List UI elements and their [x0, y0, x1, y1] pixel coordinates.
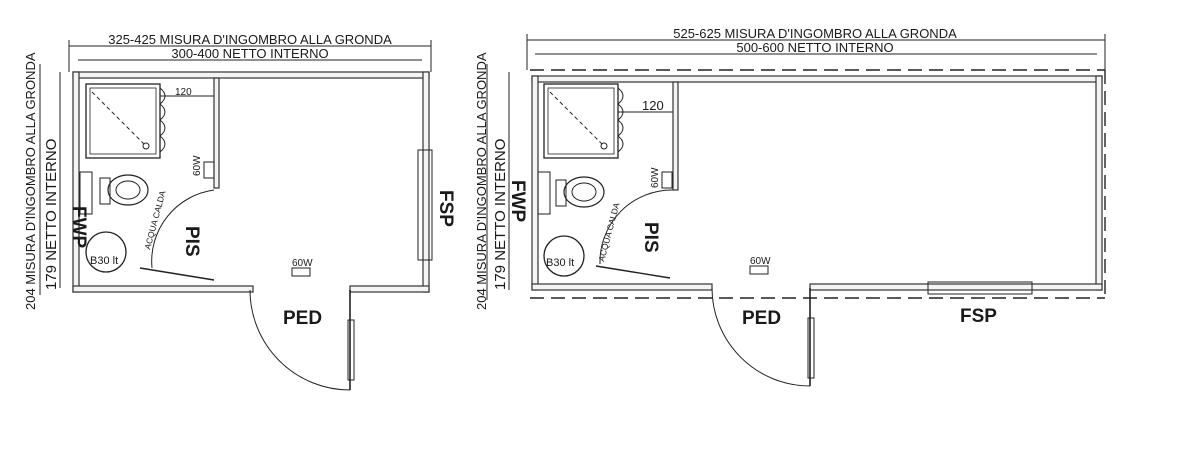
left-entrance-door-arc — [249, 289, 351, 391]
right-bath-partition — [672, 81, 679, 191]
left-wall-bottom-b — [349, 285, 430, 293]
left-wall-bottom-a — [72, 285, 254, 293]
left-hot-water-label: ACQUA CALDA — [142, 189, 167, 250]
right-boiler-label: B30 lt — [546, 257, 574, 269]
right-bath-door-arc — [599, 189, 674, 265]
left-height-inner-label: 179 NETTO INTERNO — [43, 139, 60, 290]
left-pis-label: PIS — [181, 226, 202, 257]
right-width-outer-label: 525-625 MISURA D'INGOMBRO ALLA GRONDA — [673, 26, 957, 41]
left-wall-top — [72, 71, 430, 79]
left-wall-lamp-icon — [203, 161, 215, 179]
right-pis-label: PIS — [640, 222, 661, 253]
right-shower-tray — [543, 83, 619, 159]
left-plan: 325-425 MISURA D'INGOMBRO ALLA GRONDA 30… — [23, 32, 456, 391]
right-shower-drain-icon — [600, 142, 608, 150]
left-height-outer-label: 204 MISURA D'INGOMBRO ALLA GRONDA — [23, 52, 38, 310]
left-bath-door-leaf — [139, 267, 215, 281]
right-wall-bottom-b — [809, 283, 1103, 291]
right-toilet-icon — [563, 176, 605, 208]
right-window-fwp — [537, 171, 551, 215]
right-wall-lamp-icon — [661, 171, 673, 189]
left-bath-door-arc — [151, 189, 215, 269]
left-wall-right — [422, 71, 430, 293]
right-fwp-label: FWP — [507, 180, 528, 223]
left-floor-lamp-icon — [291, 267, 311, 277]
left-shower-curtain — [159, 87, 166, 153]
left-toilet-icon — [107, 174, 149, 206]
left-ped-label: PED — [283, 308, 322, 329]
right-shower-width-label: 120 — [642, 98, 664, 113]
right-ped-label: PED — [742, 308, 781, 329]
left-floor-lamp-label: 60W — [292, 258, 313, 269]
left-bath-partition — [213, 77, 220, 189]
left-wall-left — [72, 71, 80, 293]
right-fsp-label: FSP — [960, 306, 997, 327]
right-wall-left — [531, 75, 539, 291]
right-height-inner-label: 179 NETTO INTERNO — [492, 139, 509, 290]
right-wall-top — [531, 75, 1103, 83]
left-window-fwp — [79, 171, 93, 215]
left-shower-drain-icon — [142, 142, 150, 150]
right-floor-lamp-label: 60W — [750, 256, 771, 267]
right-height-outer-label: 204 MISURA D'INGOMBRO ALLA GRONDA — [474, 52, 489, 310]
left-boiler-label: B30 lt — [90, 255, 118, 267]
right-wall-bottom-a — [531, 283, 713, 291]
right-entrance-door-arc — [711, 287, 811, 387]
right-bath-door-leaf — [595, 265, 671, 279]
left-shower-tray — [85, 83, 161, 159]
left-width-inner-label: 300-400 NETTO INTERNO — [171, 46, 328, 61]
right-plan: 525-625 MISURA D'INGOMBRO ALLA GRONDA 50… — [474, 26, 1106, 387]
right-boiler-icon — [543, 235, 585, 277]
left-wall-lamp-label: 60W — [192, 155, 203, 176]
left-boiler-icon — [85, 231, 127, 273]
left-width-outer-label: 325-425 MISURA D'INGOMBRO ALLA GRONDA — [108, 32, 392, 47]
right-window-fsp — [927, 281, 1033, 295]
left-shower-width-label: 120 — [175, 87, 192, 98]
left-fsp-label: FSP — [435, 190, 456, 227]
right-wall-right — [1095, 75, 1103, 291]
right-shower-curtain — [617, 87, 624, 153]
right-width-inner-label: 500-600 NETTO INTERNO — [736, 40, 893, 55]
right-wall-lamp-label: 60W — [650, 167, 661, 188]
left-fwp-label: FWP — [68, 206, 89, 249]
right-floor-lamp-icon — [749, 265, 769, 275]
left-window-fsp — [417, 149, 433, 261]
